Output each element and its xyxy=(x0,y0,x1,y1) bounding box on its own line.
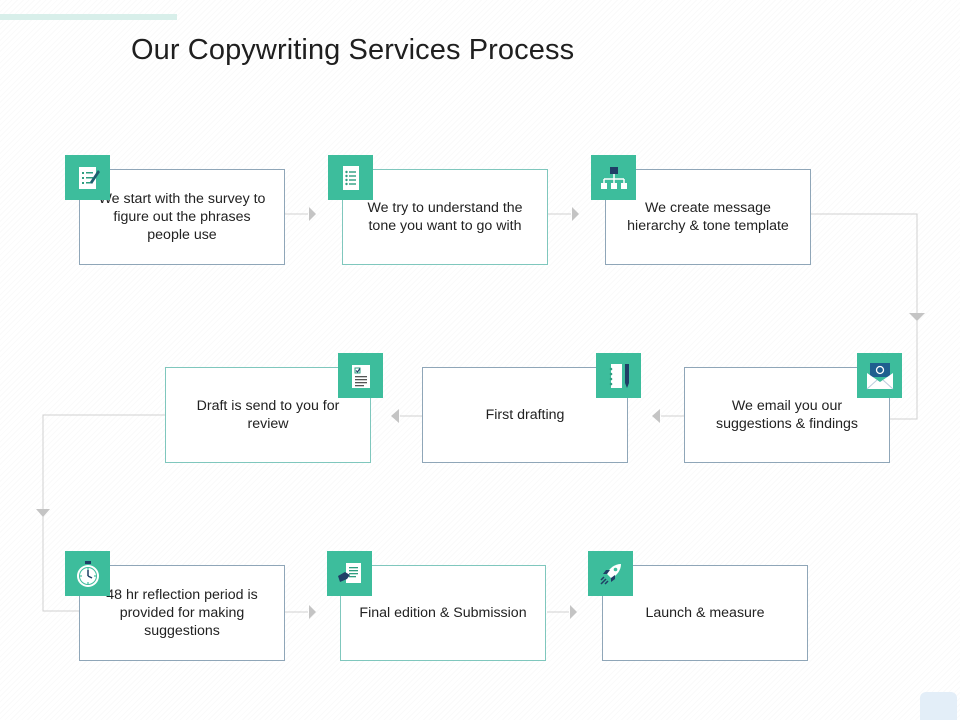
connector-3-4 xyxy=(811,213,918,313)
step-text-5: First drafting xyxy=(485,407,565,423)
arrow-8-9 xyxy=(570,605,577,619)
arrow-5-6 xyxy=(391,409,399,423)
step-text-4: We email you our suggestions & findings xyxy=(716,398,858,432)
step-box-1: We start with the survey to figure out t… xyxy=(79,169,285,265)
document-list-icon xyxy=(328,155,373,200)
step-box-2: We try to understand the tone you want t… xyxy=(342,169,548,265)
step-box-6: Draft is send to you for review xyxy=(165,367,371,463)
connector-6-7 xyxy=(42,414,165,509)
step-box-9: Launch & measure xyxy=(602,565,808,661)
step-text-2: We try to understand the tone you want t… xyxy=(367,200,523,234)
notebook-pencil-icon xyxy=(596,353,641,398)
arrow-7-8 xyxy=(309,605,316,619)
step-box-4: We email you our suggestions & findings xyxy=(684,367,890,463)
step-box-7: 48 hr reflection period is provided for … xyxy=(79,565,285,661)
arrow-2-3 xyxy=(572,207,579,221)
step-box-8: Final edition & Submission xyxy=(340,565,546,661)
survey-checklist-icon xyxy=(65,155,110,200)
top-accent-bar xyxy=(0,14,177,20)
step-text-6: Draft is send to you for review xyxy=(196,398,340,432)
connector-7-return xyxy=(42,515,79,612)
step-text-1: We start with the survey to figure out t… xyxy=(98,191,266,243)
step-box-5: First drafting xyxy=(422,367,628,463)
arrow-3-4 xyxy=(909,313,925,321)
email-icon xyxy=(857,353,902,398)
step-text-8: Final edition & Submission xyxy=(359,605,527,621)
rocket-icon xyxy=(588,551,633,596)
step-box-3: We create message hierarchy & tone templ… xyxy=(605,169,811,265)
checklist-document-icon xyxy=(338,353,383,398)
step-text-7: 48 hr reflection period is provided for … xyxy=(106,587,258,639)
hierarchy-icon xyxy=(591,155,636,200)
step-text-9: Launch & measure xyxy=(645,605,765,621)
arrow-1-2 xyxy=(309,207,316,221)
slide-title: Our Copywriting Services Process xyxy=(131,34,575,66)
document-hand-icon xyxy=(327,551,372,596)
step-text-3: We create message hierarchy & tone templ… xyxy=(627,200,789,234)
arrow-4-5 xyxy=(652,409,660,423)
stopwatch-icon xyxy=(65,551,110,596)
arrow-6-7 xyxy=(36,509,50,517)
corner-widget[interactable] xyxy=(920,692,957,720)
connector-4-return xyxy=(890,318,918,420)
